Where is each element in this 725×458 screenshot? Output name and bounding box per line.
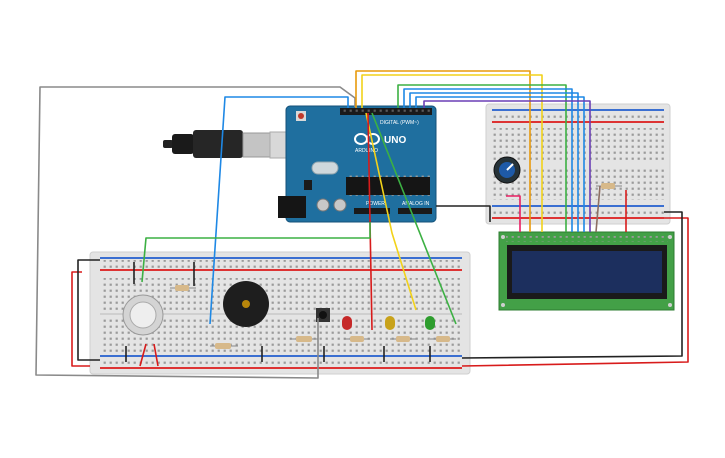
wire-purple	[423, 100, 591, 232]
resistor-lcd	[596, 183, 622, 189]
arduino-model-label: UNO	[384, 135, 406, 146]
wire-red-rail	[71, 271, 90, 367]
resistor-button	[290, 336, 318, 342]
wire-black-lcd	[461, 211, 683, 359]
wire-orange	[355, 70, 531, 232]
wire-black-gnd	[436, 205, 491, 222]
lcd-16x2[interactable]	[498, 231, 675, 311]
wire-blue-3	[415, 96, 585, 232]
breadboard-main[interactable]	[89, 251, 471, 375]
wire-yellow-led	[365, 112, 417, 311]
wire-gray-loop	[35, 86, 356, 379]
piezo-buzzer[interactable]	[223, 281, 269, 327]
wire-green-sensor	[141, 222, 371, 283]
arduino-uno[interactable]: UNO ARDUINO DIGITAL (PWM~) POWER ANALOG …	[278, 105, 437, 223]
resistor-led-red	[344, 336, 370, 342]
wire-brown-lcd	[595, 185, 601, 233]
arduino-digital-label: DIGITAL (PWM~)	[380, 120, 419, 126]
led-yellow[interactable]	[385, 316, 395, 330]
led-red[interactable]	[342, 316, 352, 330]
wire-red-lcd	[461, 217, 689, 367]
resistor-buzzer	[210, 343, 238, 349]
arduino-power-label: POWER	[366, 201, 385, 207]
wire-black-rail	[77, 259, 100, 361]
led-green[interactable]	[425, 316, 435, 330]
wire-pink-lcd	[506, 195, 521, 232]
resistor-led-yellow	[390, 336, 416, 342]
arduino-brand-label: ARDUINO	[355, 148, 378, 154]
wire-blue-buzzer	[209, 96, 349, 325]
usb-cable[interactable]	[163, 130, 289, 159]
arduino-analog-label: ANALOG IN	[402, 201, 430, 207]
potentiometer[interactable]	[493, 156, 521, 184]
gas-sensor[interactable]	[122, 294, 164, 336]
wire-blue-2	[409, 92, 579, 232]
resistor-led-green	[430, 336, 456, 342]
wire-blue-1	[403, 88, 573, 232]
wire-yellow-top	[361, 74, 543, 232]
resistor-sensor	[170, 285, 196, 291]
resistors[interactable]	[170, 183, 622, 349]
wire-red-led	[367, 112, 373, 331]
push-button[interactable]	[316, 308, 330, 322]
wires[interactable]	[35, 70, 689, 379]
wire-green-led	[371, 112, 457, 325]
wire-green-top	[397, 84, 567, 232]
